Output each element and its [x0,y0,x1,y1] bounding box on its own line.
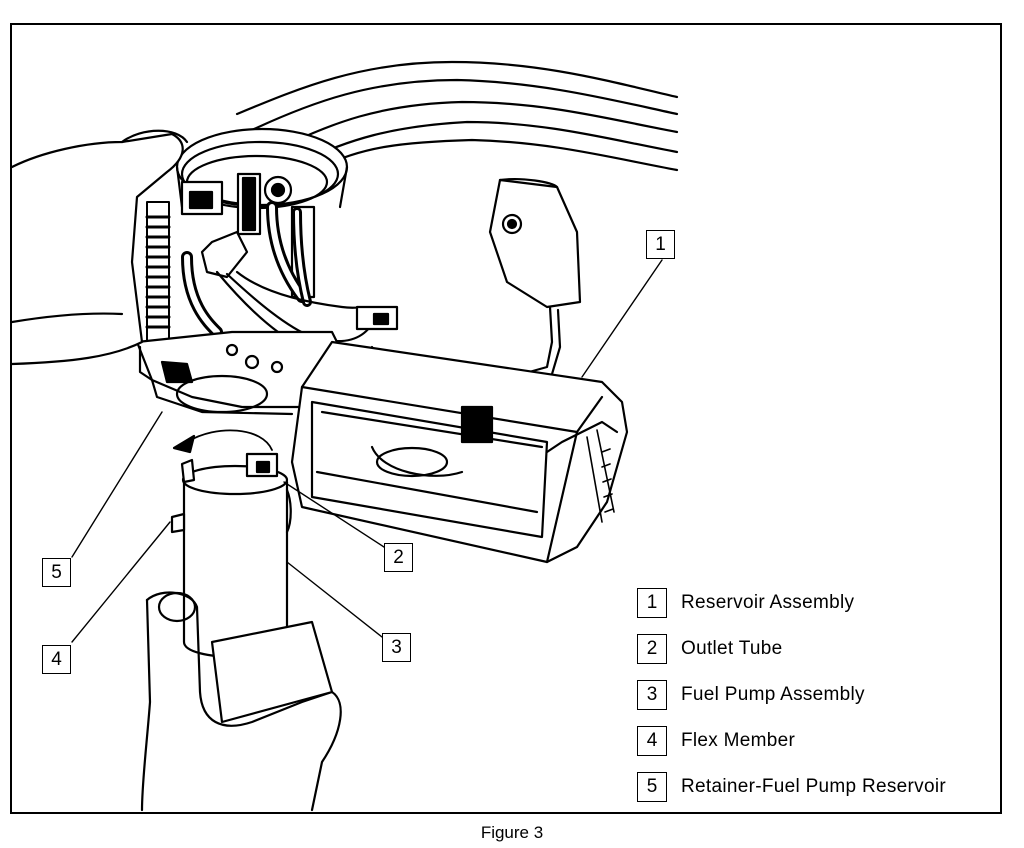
reservoir-bracket [135,330,349,416]
reservoir-assembly [290,340,629,564]
legend-number: 2 [637,634,667,664]
callout-4: 4 [42,645,71,674]
fuel-pump-illustration [12,60,679,812]
figure-caption: Figure 3 [480,823,544,842]
leader-lines [71,259,663,643]
legend-item-2: 2 Outlet Tube [637,633,783,665]
fuel-pump-assembly [170,452,292,659]
legend-item-4: 4 Flex Member [637,725,795,757]
legend-label: Flex Member [681,730,796,751]
legend-number: 5 [637,772,667,802]
callout-2: 2 [384,543,413,572]
legend-item-3: 3 Fuel Pump Assembly [637,679,865,711]
legend-number: 1 [637,588,667,618]
fuel-lines [235,60,679,172]
legend-label: Retainer-Fuel Pump Reservoir [681,776,946,797]
legend-item-1: 1 Reservoir Assembly [637,587,854,619]
legend-label: Reservoir Assembly [681,592,855,613]
rotation-arrow [172,429,273,454]
callout-5: 5 [42,558,71,587]
hands [12,129,342,812]
callout-3: 3 [382,633,411,662]
coil-springs [145,201,312,343]
legend-number: 3 [637,680,667,710]
legend-label: Fuel Pump Assembly [681,684,865,705]
legend-number: 4 [637,726,667,756]
legend-label: Outlet Tube [681,638,783,659]
sender-flange [175,127,349,299]
callout-1: 1 [646,230,675,259]
figure-frame: 1 2 3 4 5 1 Reservoir Assembly 2 Outlet … [10,23,1002,814]
legend-item-5: 5 Retainer-Fuel Pump Reservoir [637,771,946,803]
